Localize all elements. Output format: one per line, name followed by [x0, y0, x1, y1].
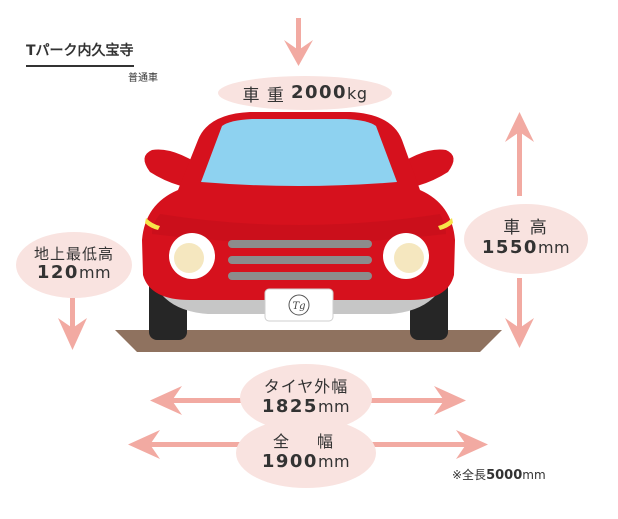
total-length-note: ※全長5000mm — [452, 466, 546, 483]
grille — [228, 240, 372, 280]
tire-width-arrow — [150, 386, 466, 415]
plate-emblem — [288, 294, 310, 316]
tire-width-label: タイヤ外幅 — [263, 377, 349, 397]
ground-slab — [115, 330, 502, 352]
clearance-value: 120 — [36, 262, 79, 284]
plate-text: Tg — [292, 301, 305, 312]
left-turn-signal — [145, 218, 160, 230]
note-prefix: ※全長 — [452, 468, 487, 482]
height-label: 車 高 — [503, 217, 549, 238]
total-width-value: 1900 — [261, 450, 318, 472]
weight-label: 車 重 — [242, 85, 285, 106]
right-headlight-lens — [394, 243, 424, 273]
right-turn-signal — [438, 218, 453, 230]
height-arrow — [505, 112, 534, 348]
tire-width-value: 1825 — [261, 395, 318, 417]
page-title: Tパーク内久宝寺 — [26, 40, 134, 67]
note-value: 5000 — [486, 468, 523, 483]
total-width-unit: mm — [317, 451, 351, 471]
clearance-unit: mm — [78, 263, 112, 283]
total-width-label: 全 幅 — [272, 432, 339, 452]
weight-badge: 車 重 2000 kg — [218, 76, 392, 110]
clearance-badge: 地上最低高 120mm — [16, 232, 132, 298]
clearance-arrow — [58, 298, 87, 350]
car-hood-shadow — [152, 214, 446, 243]
height-value: 1550 — [481, 237, 538, 259]
weight-value: 2000 — [290, 81, 348, 103]
tire-width-unit: mm — [317, 396, 351, 416]
total-width-badge: 全 幅 1900mm — [236, 418, 376, 488]
total-width-arrow — [128, 430, 488, 459]
left-headlight-lens — [174, 243, 204, 273]
height-unit: mm — [537, 238, 571, 258]
page-subtitle: 普通車 — [128, 73, 158, 84]
weight-unit: kg — [347, 83, 368, 103]
windshield — [201, 119, 397, 186]
height-badge: 車 高 1550mm — [464, 204, 588, 274]
weight-arrow — [284, 18, 313, 66]
license-plate — [264, 288, 334, 322]
clearance-label: 地上最低高 — [33, 245, 114, 264]
note-unit: mm — [522, 468, 546, 482]
